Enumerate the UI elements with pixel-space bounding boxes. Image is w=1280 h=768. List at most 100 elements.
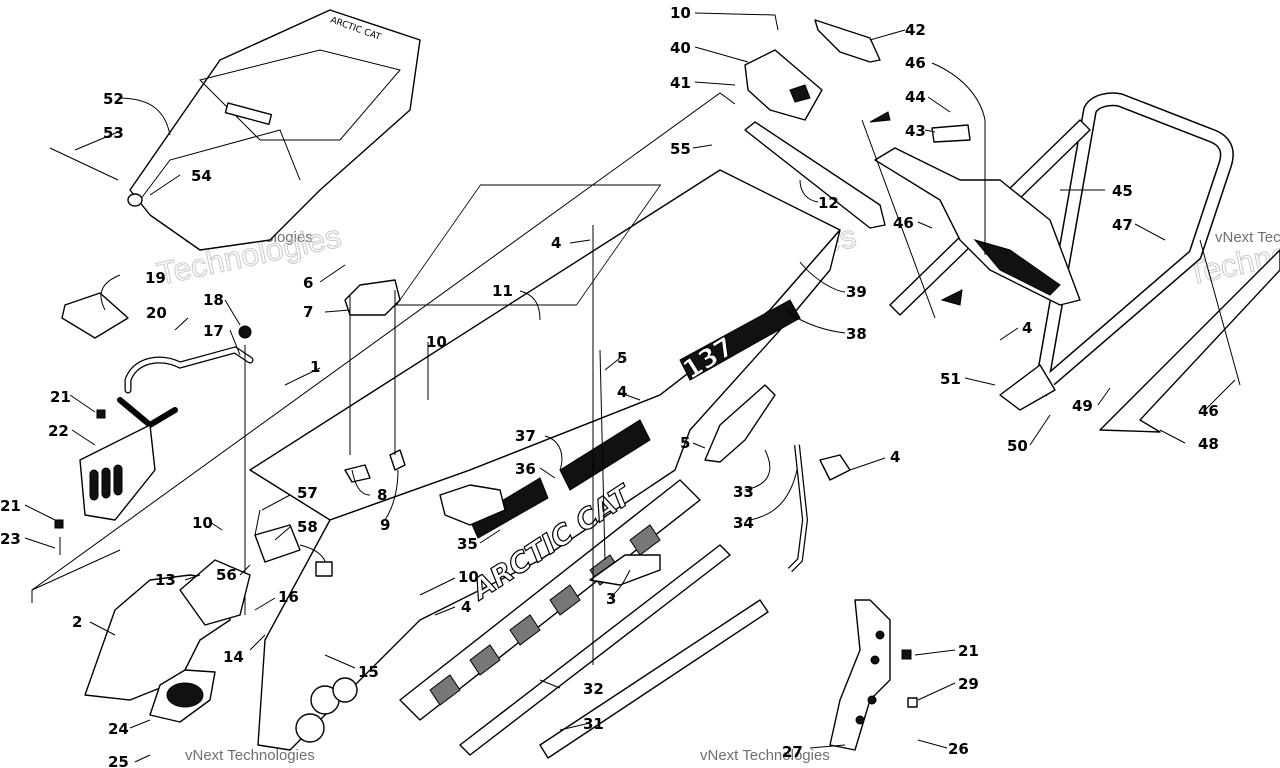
footrest-hole: [875, 630, 885, 640]
side-rail: [459, 544, 731, 756]
callout-10: 10: [670, 4, 691, 22]
leader-line: [117, 97, 171, 136]
leader-line: [999, 327, 1019, 341]
leader-line: [917, 682, 956, 701]
snowflap-stripe: [973, 239, 1061, 296]
hitch-bracket-12: [744, 121, 886, 229]
leader-line: [24, 504, 56, 521]
callout-19: 19: [145, 269, 166, 287]
callout-53: 53: [103, 124, 124, 142]
grab-bar-fill: [125, 347, 253, 393]
leader-line: [799, 179, 819, 203]
leader-line: [1159, 429, 1186, 444]
star-washer-8: [344, 464, 371, 483]
callout-44: 44: [905, 88, 926, 106]
tunnel-outline: [31, 92, 736, 603]
grab-bar-lower: [117, 397, 178, 429]
tunnel-decal-stripe: [559, 419, 651, 491]
heat-exchanger-vents: [429, 524, 661, 706]
leader-line: [284, 367, 321, 386]
callout-1: 1: [310, 358, 320, 376]
seat-handle: [224, 102, 273, 126]
tunnel-cooler-plate: [395, 184, 662, 306]
callout-6: 6: [303, 274, 313, 292]
callout-18: 18: [203, 291, 224, 309]
leader-line: [924, 129, 936, 133]
nut-18: [238, 325, 252, 339]
callout-14: 14: [223, 648, 244, 666]
footrest-plate: [829, 599, 891, 751]
leader-line: [799, 261, 846, 293]
callout-12: 12: [818, 194, 839, 212]
callout-46: 46: [893, 214, 914, 232]
axis-line: [861, 119, 936, 319]
footrest-bracket: [829, 599, 918, 751]
seat-top-panel: [199, 49, 401, 141]
leader-line: [1097, 387, 1111, 406]
callout-4: 4: [551, 234, 561, 252]
block-7: [344, 279, 401, 316]
hardware-small: [54, 120, 1241, 665]
tunnel-hole: [332, 677, 358, 703]
leader-line: [917, 221, 933, 229]
electrical-module: [254, 509, 333, 577]
callout-48: 48: [1198, 435, 1219, 453]
callout-29: 29: [958, 675, 979, 693]
callout-3: 3: [606, 590, 616, 608]
callout-9: 9: [380, 516, 390, 534]
callout-56: 56: [216, 566, 237, 584]
callout-labels: 1 2 3 4 4 4 4 4 5 5 6 7 8 9 10 10 10 10 …: [0, 4, 1219, 768]
spring-anchor: [819, 454, 851, 481]
spring-rod-fill: [788, 444, 807, 572]
leader-line: [1029, 414, 1051, 446]
callout-54: 54: [191, 167, 212, 185]
callout-42: 42: [905, 21, 926, 39]
grab-handle-assembly: [61, 292, 254, 615]
leader-line: [74, 131, 119, 151]
orientation-arrow: [869, 111, 891, 123]
bolt-29: [907, 697, 918, 708]
callout-43: 43: [905, 122, 926, 140]
leader-line: [931, 62, 986, 121]
seat-seam: [139, 129, 301, 201]
callout-33: 33: [733, 483, 754, 501]
callout-24: 24: [108, 720, 129, 738]
leader-line: [784, 307, 846, 334]
callout-31: 31: [583, 715, 604, 733]
screw-20: [174, 317, 189, 331]
bracket-40: [744, 49, 823, 121]
callout-4: 4: [617, 383, 627, 401]
leader-line: [617, 391, 641, 401]
leader-line: [69, 394, 96, 413]
callout-10: 10: [458, 568, 479, 586]
grab-bar: [124, 346, 254, 394]
leader-line: [149, 174, 181, 196]
leader-line: [479, 529, 501, 544]
leader-line: [692, 144, 713, 149]
tunnel-outline: [31, 549, 121, 591]
callout-50: 50: [1007, 437, 1028, 455]
rear-end-plate: [84, 559, 251, 723]
snowflap-assembly: [861, 111, 1081, 319]
callout-37: 37: [515, 427, 536, 445]
retainer-9: [389, 449, 406, 471]
cap-42: [814, 19, 881, 63]
leader-lines: [24, 12, 1236, 763]
rear-bumper-assembly: [889, 92, 1280, 433]
callout-49: 49: [1072, 397, 1093, 415]
footrest-hole: [855, 715, 865, 725]
hardware-line: [1199, 239, 1241, 386]
seat-cap-bracket: [61, 292, 129, 339]
leader-line: [324, 309, 351, 313]
callout-10: 10: [426, 333, 447, 351]
callout-27: 27: [782, 743, 803, 761]
callout-36: 36: [515, 460, 536, 478]
callout-13: 13: [155, 571, 176, 589]
callout-46: 46: [905, 54, 926, 72]
callout-4: 4: [1022, 319, 1032, 337]
watermark-text: vNext Technologies: [185, 747, 315, 764]
bracket-3: [589, 554, 661, 586]
leader-line: [229, 329, 241, 356]
